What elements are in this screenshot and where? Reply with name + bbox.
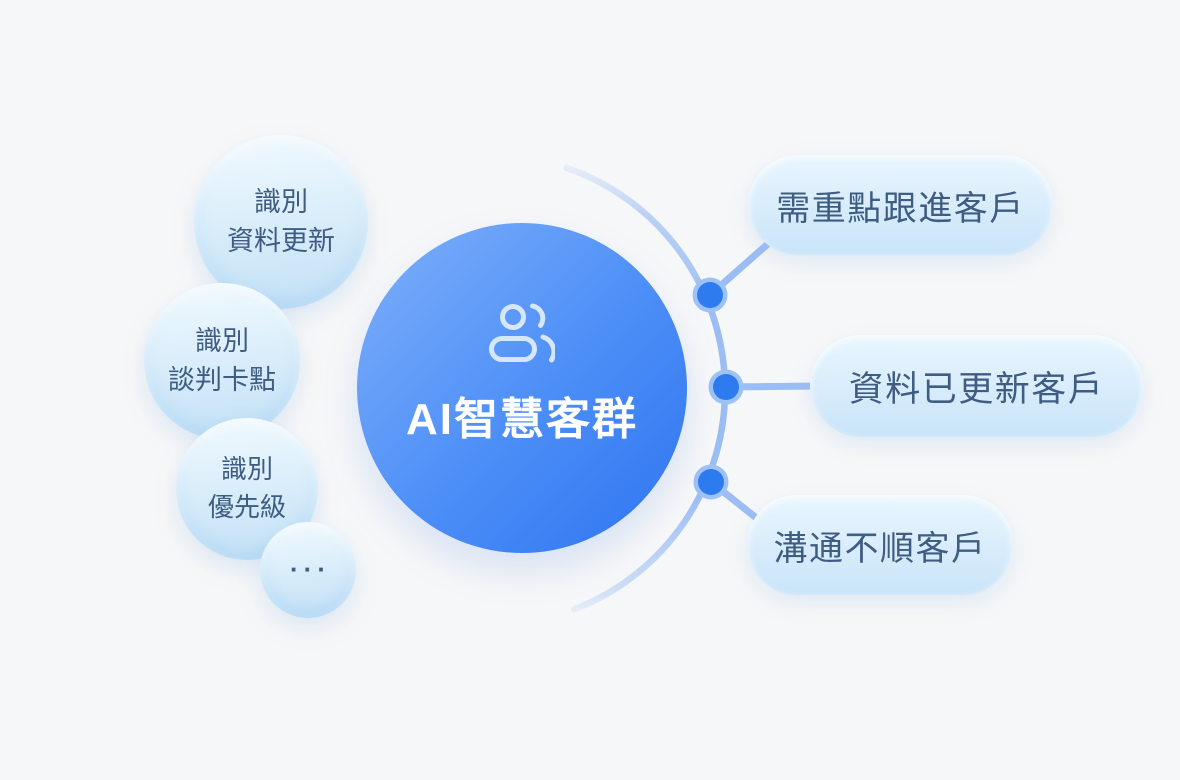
- center-circle: AI智慧客群: [357, 223, 687, 553]
- feature-bubble-priority: 識別 優先級: [176, 418, 318, 560]
- bubble-line: 識別: [220, 454, 273, 485]
- pill-label: 資料已更新客戶: [848, 369, 1105, 409]
- node-dot-1: [692, 277, 728, 313]
- users-icon: [489, 303, 555, 363]
- bubble-line: 談判卡點: [168, 365, 276, 395]
- bubble-line: 資料更新: [227, 226, 335, 256]
- node-dot-3: [693, 464, 729, 500]
- feature-bubble-data-update: 識別 資料更新: [194, 135, 368, 309]
- segment-pill-communication: 溝通不順客戶: [747, 495, 1013, 595]
- feature-bubble-more: ···: [260, 522, 356, 618]
- pill-label: 溝通不順客戶: [773, 529, 987, 568]
- node-dot-2: [708, 369, 744, 405]
- bubble-line: 優先級: [207, 492, 286, 522]
- feature-bubble-negotiation: 識別 談判卡點: [144, 283, 300, 439]
- node-dot-core: [697, 282, 723, 308]
- pill-label: 需重點跟進客戶: [776, 189, 1025, 228]
- bubble-line: 識別: [195, 325, 249, 356]
- segment-pill-updated: 資料已更新客戶: [810, 335, 1143, 437]
- segment-pill-followup: 需重點跟進客戶: [748, 155, 1053, 255]
- node-dot-core: [713, 374, 739, 400]
- ellipsis-label: ···: [290, 554, 331, 585]
- bubble-line: 識別: [254, 186, 308, 217]
- center-title: AI智慧客群: [406, 395, 638, 444]
- node-dot-core: [698, 469, 724, 495]
